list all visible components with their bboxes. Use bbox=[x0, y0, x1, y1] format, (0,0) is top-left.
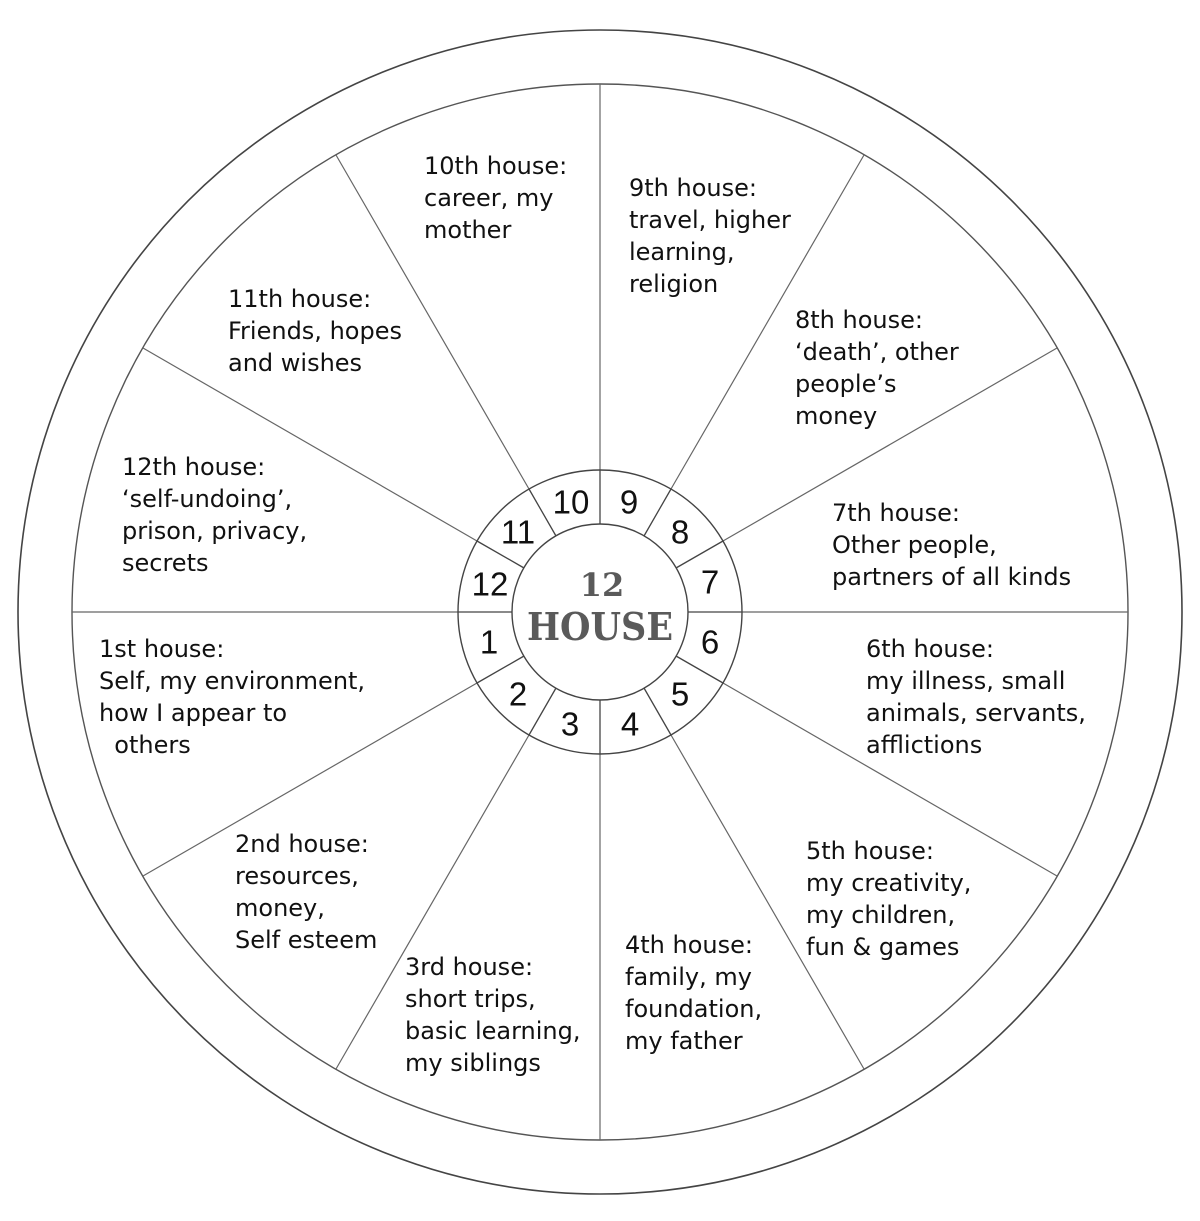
ring-number-1: 1 bbox=[480, 624, 498, 661]
ring-number-4: 4 bbox=[621, 706, 639, 743]
ring-number-12: 12 bbox=[472, 566, 509, 603]
ring-dividers bbox=[458, 470, 742, 754]
house-label-3: 3rd house:short trips,basic learning,my … bbox=[405, 953, 581, 1077]
ring-number-7: 7 bbox=[701, 564, 719, 601]
ring-number-3: 3 bbox=[561, 706, 579, 743]
house-label-1: 1st house:Self, my environment,how I app… bbox=[99, 635, 366, 759]
ring-number-5: 5 bbox=[671, 676, 689, 713]
house-label-5: 5th house:my creativity,my children,fun … bbox=[806, 837, 972, 961]
house-label-2: 2nd house:resources,money,Self esteem bbox=[235, 830, 378, 954]
ring-number-6: 6 bbox=[701, 624, 719, 661]
house-label-7: 7th house:Other people,partners of all k… bbox=[832, 499, 1072, 591]
ring-number-8: 8 bbox=[671, 514, 689, 551]
house-dividers bbox=[72, 84, 1128, 1140]
ring-number-9: 9 bbox=[620, 484, 638, 521]
center-title-number: 12 bbox=[580, 566, 625, 604]
center-title-word: HOUSE bbox=[527, 604, 673, 649]
ring-number-2: 2 bbox=[509, 676, 527, 713]
house-label-12: 12th house:‘self-undoing’,prison, privac… bbox=[122, 453, 308, 577]
ring-number-11: 11 bbox=[501, 514, 535, 551]
outer-circle bbox=[17, 29, 1183, 1195]
ring-number-10: 10 bbox=[553, 484, 590, 521]
